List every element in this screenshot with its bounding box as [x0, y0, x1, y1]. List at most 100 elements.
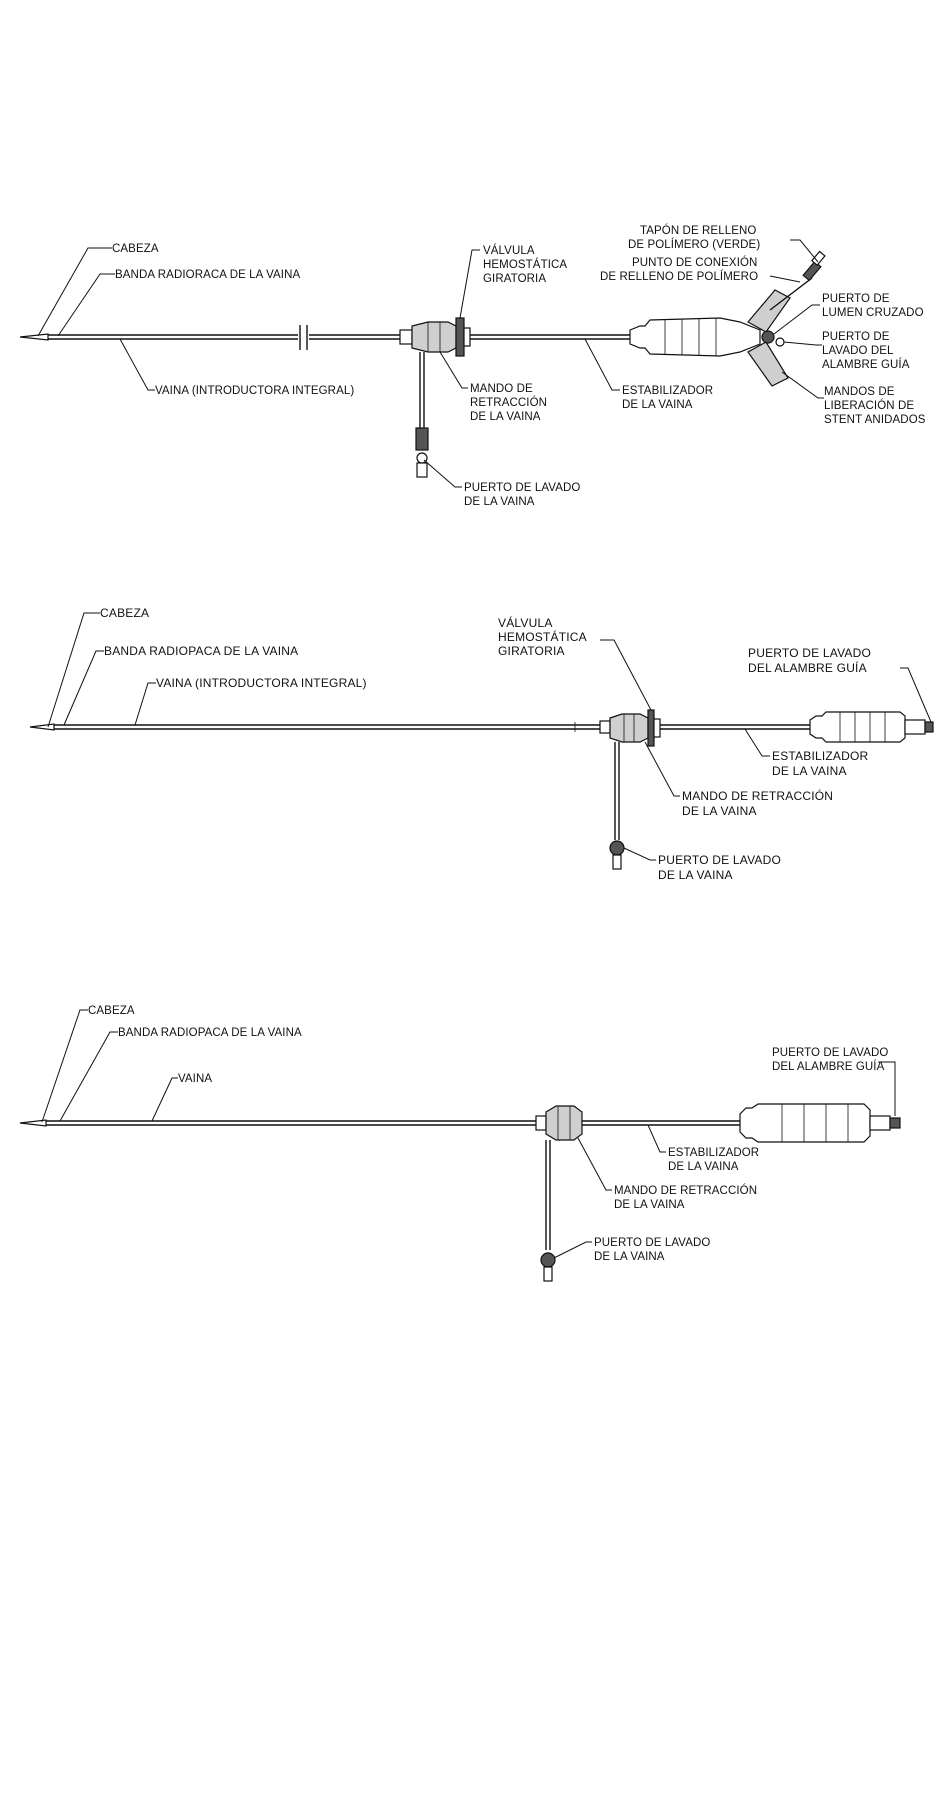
diagram-3-label-cabeza: CABEZA: [88, 1005, 135, 1017]
diagram-2-device: [29, 709, 934, 870]
diagram-3-device: [19, 1103, 901, 1282]
diagram-2-flush-port: [612, 854, 622, 870]
diagram-1-release-knob-lower: [747, 341, 789, 387]
diagram-1-label-valvula-3: GIRATORIA: [483, 273, 546, 285]
diagram-1-leader-banda: [57, 273, 115, 337]
diagram-1-label-lavado-alambre-3: ALAMBRE GUÍA: [822, 358, 910, 371]
diagram-2-label-puerto-vaina-2: DE LA VAINA: [658, 868, 733, 882]
diagram-1-label-mandos-2: LIBERACIÓN DE: [824, 399, 914, 412]
diagram-3-leader-banda: [59, 1031, 118, 1122]
diagram-1-retraction-knob: [411, 321, 457, 353]
diagram-1-label-valvula-2: HEMOSTÁTICA: [483, 258, 567, 271]
diagram-1-label-vaina: VAINA (INTRODUCTORA INTEGRAL): [155, 385, 354, 397]
diagram-3: CABEZA BANDA RADIOPACA DE LA VAINA VAINA…: [19, 1005, 901, 1282]
diagram-1-valve-cap: [463, 327, 471, 347]
diagram-3-handle: [739, 1103, 871, 1143]
diagram-2-hub-collar: [599, 720, 611, 734]
diagram-2-leader-banda: [63, 650, 104, 726]
diagram-2-flush-stopcock: [609, 840, 625, 856]
diagram-2-label-puerto-alambre-1: PUERTO DE LAVADO: [748, 646, 871, 660]
diagram-1-handle: [629, 317, 761, 357]
diagram-1-label-puerto-vaina-2: DE LA VAINA: [464, 496, 535, 508]
diagram-2-tip: [29, 723, 55, 731]
diagram-1-leader-mandos: [781, 371, 824, 399]
diagram-3-guidewire-port: [889, 1117, 901, 1129]
diagram-3-tip: [19, 1119, 47, 1127]
diagram-3-leader-vaina: [151, 1077, 178, 1122]
diagram-1-label-tapon-2: DE POLÍMERO (VERDE): [628, 238, 760, 251]
diagram-3-label-mando-2: DE LA VAINA: [614, 1199, 685, 1211]
diagram-2-label-valvula-2: HEMOSTÁTICA: [498, 629, 587, 644]
diagram-2-label-estabilizador-1: ESTABILIZADOR: [772, 749, 869, 763]
diagram-1-cross-lumen-port: [761, 330, 775, 344]
diagram-2-label-valvula-1: VÁLVULA: [498, 615, 553, 630]
diagram-3-label-mando-1: MANDO DE RETRACCIÓN: [614, 1184, 757, 1197]
diagram-1-leader-vaina: [119, 338, 155, 391]
diagram-2-label-mando-2: DE LA VAINA: [682, 804, 757, 818]
diagram-1-label-mandos-1: MANDOS DE: [824, 386, 895, 398]
diagram-2-retraction-knob: [609, 713, 649, 743]
diagram-2-leader-puerto-vaina: [623, 847, 656, 861]
diagram-3-label-puerto-vaina-2: DE LA VAINA: [594, 1251, 665, 1263]
diagram-1-label-lavado-alambre-1: PUERTO DE: [822, 331, 890, 343]
diagram-1-leader-puerto-vaina: [423, 459, 462, 488]
diagram-1-leader-lumen: [773, 304, 820, 335]
diagram-3-leader-cabeza: [41, 1009, 88, 1123]
diagram-3-label-banda: BANDA RADIOPACA DE LA VAINA: [118, 1027, 302, 1039]
diagram-1-leader-punto: [769, 275, 801, 283]
diagram-3-retraction-knob: [545, 1105, 583, 1141]
diagram-3-leader-mando: [577, 1137, 612, 1191]
diagram-1-label-tapon-1: TAPÓN DE RELLENO: [640, 224, 756, 237]
diagram-1-device: [19, 250, 826, 478]
diagram-1-label-estabilizador-1: ESTABILIZADOR: [622, 385, 713, 397]
diagram-1-flush-port: [416, 462, 428, 478]
diagram-1-labels: CABEZA BANDA RADIORACA DE LA VAINA VAINA…: [112, 224, 926, 508]
diagram-2-leader-mando: [644, 741, 680, 797]
diagram-3-hub-collar: [535, 1115, 547, 1131]
diagram-2: CABEZA BANDA RADIOPACA DE LA VAINA VAINA…: [29, 606, 934, 882]
diagram-1-label-puerto-vaina-1: PUERTO DE LAVADO: [464, 482, 580, 494]
diagram-1: CABEZA BANDA RADIORACA DE LA VAINA VAINA…: [19, 224, 926, 508]
diagram-1-tip: [19, 333, 49, 341]
diagram-3-label-estabilizador-2: DE LA VAINA: [668, 1161, 739, 1173]
diagram-2-guidewire-port: [924, 721, 934, 733]
diagram-1-label-punto-1: PUNTO DE CONEXIÓN: [632, 256, 757, 269]
diagram-1-label-mando-2: RETRACCIÓN: [470, 396, 547, 409]
diagram-3-label-puerto-vaina-1: PUERTO DE LAVADO: [594, 1237, 710, 1249]
diagram-2-leader-vaina: [134, 682, 156, 726]
diagram-3-leaders: [41, 1009, 896, 1259]
diagram-1-hub-collar: [399, 329, 413, 345]
diagram-1-label-mando-1: MANDO DE: [470, 383, 533, 395]
diagram-3-leader-puerto-vaina: [553, 1241, 592, 1259]
diagram-1-label-lumen-2: LUMEN CRUZADO: [822, 307, 924, 319]
diagram-1-label-cabeza: CABEZA: [112, 243, 159, 255]
diagram-1-flush-stopcock: [415, 427, 429, 451]
diagram-1-leader-mando: [439, 351, 468, 389]
diagram-3-labels: CABEZA BANDA RADIOPACA DE LA VAINA VAINA…: [88, 1005, 888, 1263]
diagram-3-flush-stopcock: [540, 1252, 556, 1268]
diagram-1-label-estabilizador-2: DE LA VAINA: [622, 399, 693, 411]
diagram-2-label-vaina: VAINA (INTRODUCTORA INTEGRAL): [156, 676, 367, 690]
diagram-1-polymer-cap: [810, 250, 826, 267]
diagram-2-leader-valvula: [600, 639, 652, 711]
diagram-3-label-vaina: VAINA: [178, 1073, 212, 1085]
diagram-2-valve-cap: [653, 718, 661, 738]
diagram-2-leaders: [47, 612, 932, 861]
diagram-2-label-cabeza: CABEZA: [100, 606, 149, 620]
diagram-1-leader-estabilizador: [584, 338, 620, 391]
diagram-1-label-mando-3: DE LA VAINA: [470, 411, 541, 423]
diagram-2-labels: CABEZA BANDA RADIOPACA DE LA VAINA VAINA…: [100, 606, 871, 882]
diagram-2-label-puerto-alambre-2: DEL ALAMBRE GUÍA: [748, 660, 867, 675]
diagram-2-label-puerto-vaina-1: PUERTO DE LAVADO: [658, 853, 781, 867]
diagram-1-leader-valvula: [459, 249, 480, 319]
diagram-1-label-lavado-alambre-2: LAVADO DEL: [822, 345, 894, 357]
diagram-3-label-puerto-alambre-2: DEL ALAMBRE GUÍA: [772, 1060, 885, 1073]
diagram-1-release-knob-upper: [747, 289, 791, 333]
diagram-1-leader-lavado-alambre: [783, 341, 822, 346]
diagram-3-leader-puerto-alambre: [878, 1061, 896, 1116]
diagram-2-label-estabilizador-2: DE LA VAINA: [772, 764, 847, 778]
diagram-2-leader-puerto-alambre: [900, 667, 932, 723]
diagram-2-handle: [809, 711, 906, 743]
